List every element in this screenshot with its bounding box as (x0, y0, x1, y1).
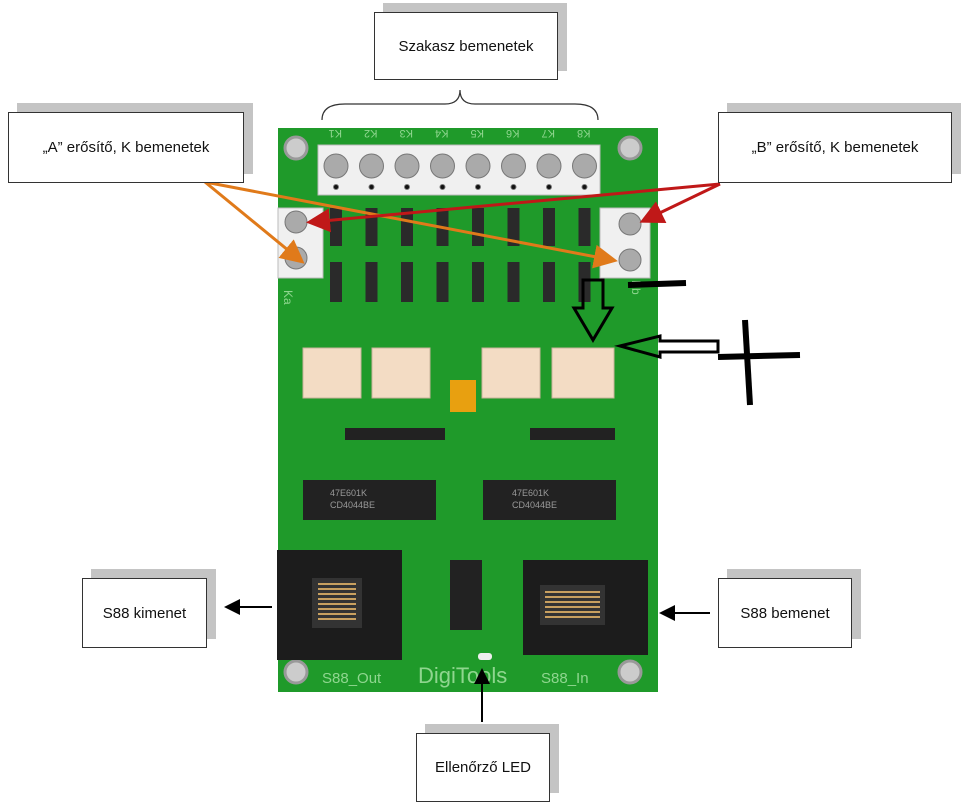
diode (401, 208, 413, 246)
diode (401, 262, 413, 302)
screw (394, 153, 420, 179)
mount-hole (283, 135, 309, 161)
minus-sign-icon (627, 280, 687, 288)
terminal-hole (439, 184, 446, 190)
diode (543, 262, 555, 302)
terminal-hole (510, 184, 517, 190)
terminal-label: K4 (435, 127, 448, 139)
screw (572, 153, 597, 179)
terminal-label: K1 (329, 127, 342, 139)
orange-arrow (204, 180, 618, 269)
screw (618, 248, 642, 272)
resistor-array (345, 428, 445, 440)
optocoupler (481, 347, 541, 399)
diode (472, 262, 484, 302)
label-check-led: Ellenőrző LED (416, 733, 550, 802)
screw (536, 153, 562, 179)
terminal-hole (475, 184, 481, 190)
ic-small (450, 560, 482, 630)
diode (436, 262, 449, 302)
diode (543, 208, 555, 246)
left-outline-arrow-icon (614, 334, 720, 359)
s88-out-silk: S88_Out (322, 670, 382, 687)
screw (501, 153, 526, 179)
label-szakasz-bemenetek: Szakasz bemenetek (374, 12, 558, 80)
mount-hole (617, 659, 643, 685)
screw (323, 153, 349, 179)
label-a-amplifier: „A” erősítő, K bemenetek (8, 112, 244, 183)
diode (365, 262, 378, 302)
terminal-hole (546, 184, 552, 190)
s88-in-silk: S88_In (541, 670, 589, 687)
label-b-amplifier: „B” erősítő, K bemenetek (718, 112, 952, 183)
label-s88-output: S88 kimenet (82, 578, 207, 648)
red-arrow (639, 182, 721, 224)
terminal-label: K2 (364, 127, 377, 139)
mount-hole (617, 135, 643, 161)
red-arrow (306, 182, 721, 233)
optocoupler (551, 347, 615, 399)
terminal-label: K6 (506, 127, 519, 139)
terminal-label: K8 (577, 127, 590, 139)
ic-chip (483, 480, 616, 520)
terminal-hole (333, 184, 339, 190)
screw (284, 210, 308, 234)
chip-label: 47E601K (330, 488, 367, 498)
capacitor (450, 380, 476, 412)
ka-silk: Ka (281, 290, 295, 305)
screw (359, 153, 384, 179)
screw (465, 153, 491, 179)
diode (472, 208, 484, 246)
plus-sign-icon (717, 352, 801, 360)
terminal-hole (581, 184, 588, 190)
mount-hole (283, 659, 309, 685)
ic-chip (303, 480, 436, 520)
down-outline-arrow-icon (571, 278, 615, 343)
orange-arrow (204, 180, 305, 264)
diode (507, 262, 520, 302)
terminal-hole (404, 184, 410, 190)
chip-label: 47E601K (512, 488, 549, 498)
terminal-label: K5 (471, 127, 484, 139)
diode (330, 208, 342, 246)
optocoupler (371, 347, 431, 399)
diode (578, 208, 591, 246)
screw (618, 212, 642, 236)
terminal-label: K7 (542, 127, 555, 139)
chip-label: CD4044BE (512, 500, 557, 510)
terminal-hole (368, 184, 375, 190)
brace (321, 89, 599, 121)
brand-silk: DigiTools (418, 663, 507, 688)
chip-label: CD4044BE (330, 500, 375, 510)
screw (430, 153, 455, 179)
terminal-label: K3 (400, 127, 413, 139)
plus-sign-icon (742, 319, 753, 406)
optocoupler (302, 347, 362, 399)
diode (507, 208, 520, 246)
label-s88-input: S88 bemenet (718, 578, 852, 648)
resistor-array (530, 428, 615, 440)
diode (330, 262, 342, 302)
status-led (478, 653, 492, 660)
